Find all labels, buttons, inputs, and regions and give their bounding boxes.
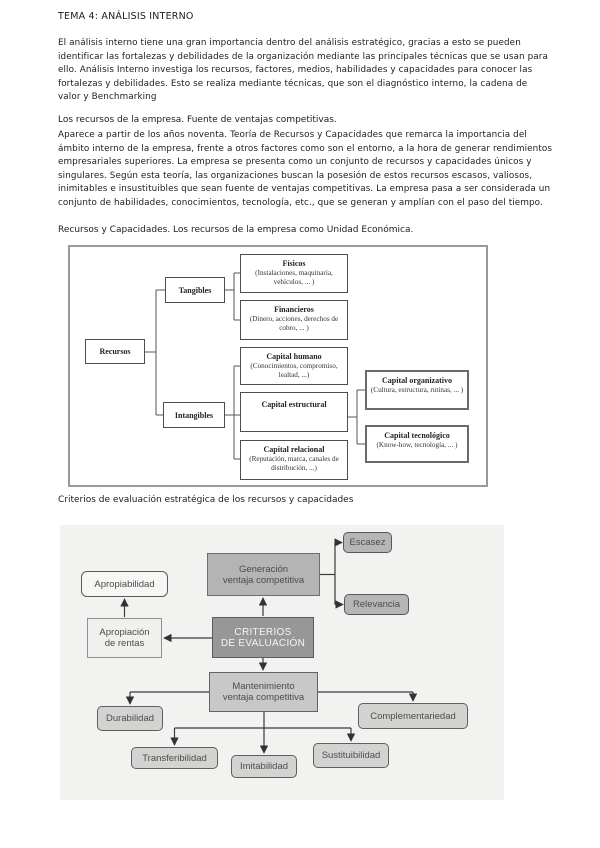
node-complementariedad-label: Complementariedad bbox=[370, 710, 456, 722]
node-apropiacion-line1: Apropiación bbox=[99, 627, 150, 638]
node-capital-humano: Capital humano (Conocimientos, compromis… bbox=[240, 347, 348, 385]
node-capital-organizativo-label: Capital organizativo bbox=[382, 376, 452, 385]
node-escasez-label: Escasez bbox=[349, 537, 386, 548]
node-recursos: Recursos bbox=[85, 339, 145, 364]
node-criterios-line2: DE EVALUACIÓN bbox=[220, 637, 306, 649]
node-generacion-line2: ventaja competitiva bbox=[222, 574, 305, 586]
node-mantenimiento-line1: Mantenimiento bbox=[232, 681, 295, 692]
node-intangibles: Intangibles bbox=[163, 402, 225, 428]
criteria-diagram-arrows bbox=[120, 538, 418, 754]
node-sustituibilidad-label: Sustituibilidad bbox=[321, 750, 381, 761]
heading-recursos-empresa: Los recursos de la empresa. Fuente de ve… bbox=[58, 115, 337, 125]
node-complementariedad: Complementariedad bbox=[358, 703, 468, 729]
node-mantenimiento-line2: ventaja competitiva bbox=[222, 692, 305, 703]
node-imitabilidad: Imitabilidad bbox=[231, 755, 297, 778]
node-fisicos-detail: (Instalaciones, maquinaria, vehículos, .… bbox=[255, 269, 333, 286]
node-capital-humano-detail: (Conocimientos, compromiso, lealtad, ...… bbox=[250, 362, 338, 379]
node-criterios-line1: CRITERIOS bbox=[234, 626, 292, 638]
node-financieros-label: Financieros bbox=[274, 305, 314, 314]
node-capital-relacional-detail: (Reputación, marca, canales de distribuc… bbox=[249, 455, 339, 472]
node-sustituibilidad: Sustituibilidad bbox=[313, 743, 389, 768]
heading-unidad-economica: Recursos y Capacidades. Los recursos de … bbox=[58, 225, 414, 235]
page-title: TEMA 4: ANÁLISIS INTERNO bbox=[58, 11, 194, 22]
heading-criterios: Criterios de evaluación estratégica de l… bbox=[58, 495, 354, 505]
node-capital-estructural: Capital estructural bbox=[240, 392, 348, 432]
node-durabilidad: Durabilidad bbox=[97, 706, 163, 731]
node-transferibilidad: Transferibilidad bbox=[131, 747, 218, 769]
node-escasez: Escasez bbox=[343, 532, 392, 553]
node-capital-tecnologico-detail: (Know-how, tecnología, ... ) bbox=[376, 441, 458, 449]
node-capital-relacional-label: Capital relacional bbox=[263, 445, 325, 454]
node-capital-tecnologico: Capital tecnológico (Know-how, tecnologí… bbox=[365, 425, 469, 463]
node-financieros: Financieros (Dinero, acciones, derechos … bbox=[240, 300, 348, 340]
node-relevancia: Relevancia bbox=[344, 594, 409, 615]
node-generacion-line1: Generación bbox=[238, 563, 289, 575]
node-recursos-label: Recursos bbox=[99, 347, 131, 356]
node-relevancia-label: Relevancia bbox=[353, 599, 400, 610]
node-capital-organizativo-detail: (Cultura, estructura, rutinas, ... ) bbox=[370, 386, 464, 394]
node-generacion-ventaja: Generación ventaja competitiva bbox=[207, 553, 320, 596]
node-apropiabilidad: Apropiabilidad bbox=[81, 571, 168, 597]
node-apropiacion-rentas: Apropiación de rentas bbox=[87, 618, 162, 658]
node-durabilidad-label: Durabilidad bbox=[105, 713, 155, 724]
node-capital-relacional: Capital relacional (Reputación, marca, c… bbox=[240, 440, 348, 480]
node-fisicos: Físicos (Instalaciones, maquinaria, vehí… bbox=[240, 254, 348, 293]
node-capital-tecnologico-label: Capital tecnológico bbox=[384, 431, 450, 440]
node-criterios-evaluacion: CRITERIOS DE EVALUACIÓN bbox=[212, 617, 314, 658]
node-mantenimiento-ventaja: Mantenimiento ventaja competitiva bbox=[209, 672, 318, 712]
node-imitabilidad-label: Imitabilidad bbox=[239, 761, 289, 772]
node-capital-organizativo: Capital organizativo (Cultura, estructur… bbox=[365, 370, 469, 410]
node-capital-estructural-label: Capital estructural bbox=[261, 400, 327, 409]
criteria-diagram: Generación ventaja competitiva Escasez R… bbox=[60, 525, 504, 800]
intro-paragraph: El análisis interno tiene una gran impor… bbox=[58, 38, 548, 102]
node-tangibles: Tangibles bbox=[165, 277, 225, 303]
recursos-paragraph: Aparece a partir de los años noventa. Te… bbox=[58, 130, 553, 208]
node-tangibles-label: Tangibles bbox=[178, 285, 212, 295]
node-intangibles-label: Intangibles bbox=[174, 410, 214, 420]
node-financieros-detail: (Dinero, acciones, derechos de cobro, ..… bbox=[249, 315, 339, 332]
node-fisicos-label: Físicos bbox=[282, 259, 306, 268]
resources-diagram: Recursos Tangibles Intangibles Físicos (… bbox=[68, 245, 488, 487]
node-transferibilidad-label: Transferibilidad bbox=[142, 752, 207, 764]
resources-diagram-connectors bbox=[145, 272, 365, 460]
node-capital-humano-label: Capital humano bbox=[266, 352, 322, 361]
node-apropiabilidad-label: Apropiabilidad bbox=[94, 578, 155, 590]
node-apropiacion-line2: de rentas bbox=[104, 638, 145, 649]
